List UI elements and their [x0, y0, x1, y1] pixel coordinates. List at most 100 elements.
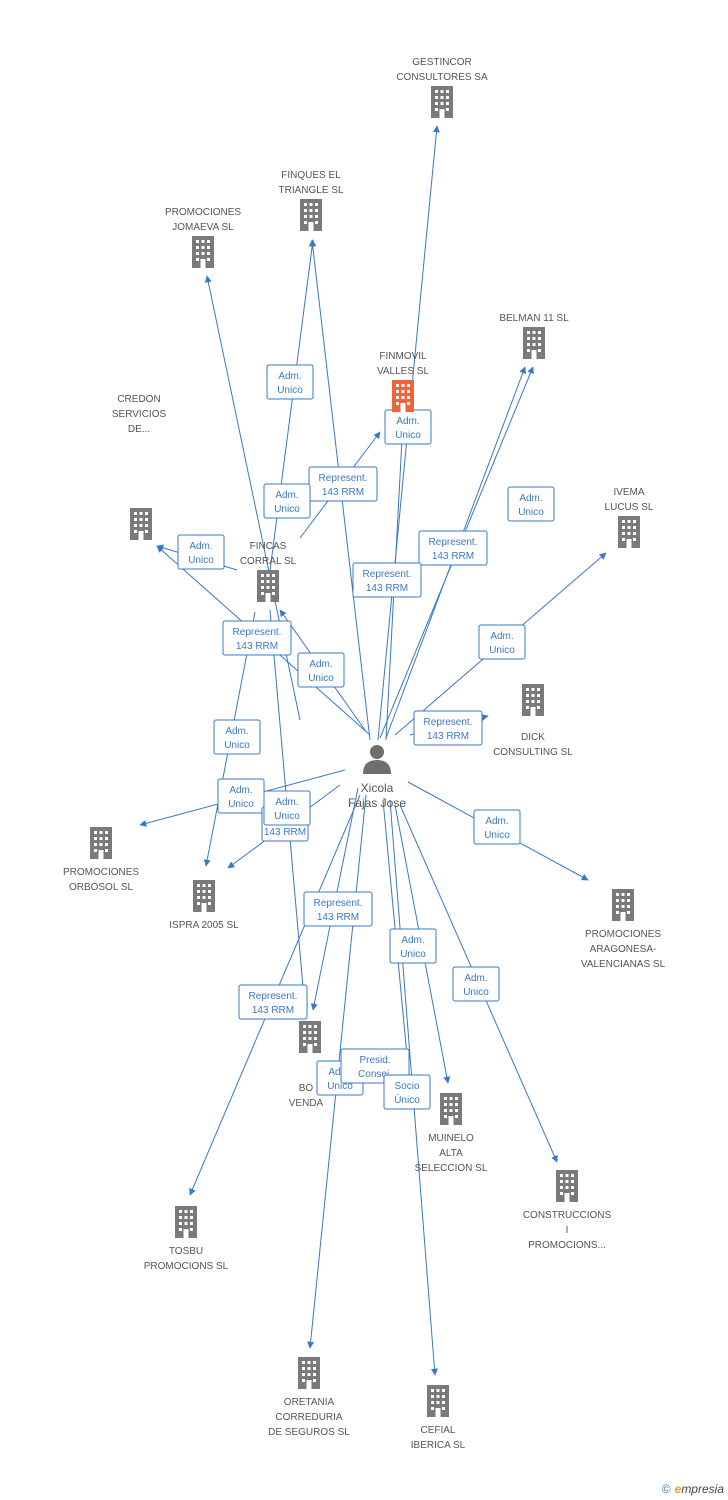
company-name-line: PROMOCIONES	[63, 867, 139, 878]
building-icon	[523, 327, 545, 359]
building-icon	[427, 1385, 449, 1417]
company-name-line: FINMOVIL	[379, 351, 427, 362]
company-name-line: BO	[299, 1083, 314, 1094]
edge-role-label[interactable]: Represent.143 RRM	[238, 984, 308, 1020]
company-node-construccions[interactable]: CONSTRUCCIONSIPROMOCIONS...	[523, 1170, 612, 1251]
edge-label-box	[297, 652, 345, 688]
company-name-line: IBERICA SL	[411, 1440, 466, 1451]
edge-role-label[interactable]: Adm.Unico	[266, 364, 314, 400]
edge-role-label[interactable]: Adm.Unico	[217, 778, 265, 814]
edge-label-line: Represent.	[363, 569, 412, 580]
edge-label-line: Unico	[484, 830, 510, 841]
company-name-line: PROMOCIONES	[585, 929, 661, 940]
edge-role-label[interactable]: Adm.Unico	[213, 719, 261, 755]
company-name-line: CEFIAL	[420, 1425, 455, 1436]
company-name-line: PROMOCIONS...	[528, 1240, 606, 1251]
company-name-line: CONSTRUCCIONS	[523, 1210, 612, 1221]
company-name-line: CREDON	[117, 394, 160, 405]
edge-label-box	[263, 790, 311, 826]
edge-role-label[interactable]: Represent.143 RRM	[413, 710, 483, 746]
edge-label-line: Represent.	[429, 537, 478, 548]
building-icon	[90, 827, 112, 859]
company-node-cefial[interactable]: CEFIAL IBERICA SL	[411, 1385, 466, 1451]
edge-label-box	[213, 719, 261, 755]
edge-label-line: Socio	[394, 1081, 419, 1092]
company-name-line: DICK	[521, 732, 545, 743]
edge-role-label[interactable]: Represent.143 RRM	[222, 620, 292, 656]
company-name-line: CORRAL SL	[240, 556, 297, 567]
edge-label-line: 143 RRM	[252, 1005, 294, 1016]
edge-role-label[interactable]: Represent.143 RRM	[303, 891, 373, 927]
building-icon	[298, 1357, 320, 1389]
edge-role-label[interactable]: Represent.143 RRM	[352, 562, 422, 598]
edge-label-line: Unico	[400, 949, 426, 960]
company-name-line: CONSULTORES SA	[396, 72, 488, 83]
edge-label-line: Unico	[463, 987, 489, 998]
building-icon	[440, 1093, 462, 1125]
company-node-ispra[interactable]: ISPRA 2005 SL	[169, 880, 239, 931]
company-name-line: BELMAN 11 SL	[499, 313, 569, 324]
company-node-bo[interactable]: BO VENDA	[289, 1021, 324, 1109]
company-name-line: ORETANIA	[284, 1397, 335, 1408]
edge-role-label[interactable]: Adm. Unico	[473, 809, 521, 845]
edge-role-label[interactable]: Represent. 143 RRM	[418, 530, 488, 566]
company-node-credon[interactable]: CREDONSERVICIOSDE...	[112, 394, 167, 540]
edge-label-line: Adm.	[485, 816, 508, 827]
edge-role-label[interactable]: Represent.143 RRM	[308, 466, 378, 502]
edge-label-box	[383, 1074, 431, 1110]
edge-label-line: Único	[394, 1093, 420, 1106]
company-name-line: CORREDURIA	[275, 1412, 343, 1423]
edge-role-label[interactable]: Adm.Unico	[478, 624, 526, 660]
company-name-line: ALTA	[439, 1148, 463, 1159]
building-icon	[192, 236, 214, 268]
company-name-line: VENDA	[289, 1098, 324, 1109]
edge-role-label[interactable]: Adm.Unico	[389, 928, 437, 964]
edge-label-line: 143 RRM	[432, 551, 474, 562]
edge-label-box	[177, 534, 225, 570]
edge-role-label[interactable]: Adm.Unico	[263, 483, 311, 519]
company-node-belman[interactable]: BELMAN 11 SL	[499, 313, 569, 359]
edge-label-line: Adm.	[189, 541, 212, 552]
company-name-line: GESTINCOR	[412, 57, 471, 68]
company-node-gestincor[interactable]: GESTINCOR CONSULTORES SA	[396, 57, 488, 118]
edge-label-line: Represent.	[424, 717, 473, 728]
edge-role-label[interactable]: Adm. Unico	[263, 790, 311, 826]
building-icon	[392, 380, 414, 412]
edge-label-line: Unico	[518, 507, 544, 518]
footer-brand: ©empresia	[662, 1482, 724, 1496]
edge-role-label[interactable]: Adm.Unico	[297, 652, 345, 688]
building-icon	[522, 684, 544, 716]
edge-label-line: Unico	[308, 673, 334, 684]
edge-role-label[interactable]: Adm.Unico	[177, 534, 225, 570]
brand-name: mpresia	[681, 1482, 724, 1496]
edge-label-line: Unico	[224, 740, 250, 751]
edge-label-line: Presid.	[359, 1055, 390, 1066]
edge-arrow-5	[267, 239, 316, 587]
building-icon	[300, 199, 322, 231]
edge-role-label[interactable]: Adm.Unico	[452, 966, 500, 1002]
edge-label-line: Adm.	[275, 797, 298, 808]
edge-role-label[interactable]: Adm.Unico	[384, 409, 432, 445]
edge-label-box	[222, 620, 292, 656]
edge-label-box	[303, 891, 373, 927]
edge-label-line: Represent.	[319, 473, 368, 484]
edge-role-label[interactable]: Adm. Unico	[507, 486, 555, 522]
edge-label-line: Unico	[274, 811, 300, 822]
building-icon	[175, 1206, 197, 1238]
edge-label-line: Adm.	[519, 493, 542, 504]
edge-label-line: 143 RRM	[317, 912, 359, 923]
